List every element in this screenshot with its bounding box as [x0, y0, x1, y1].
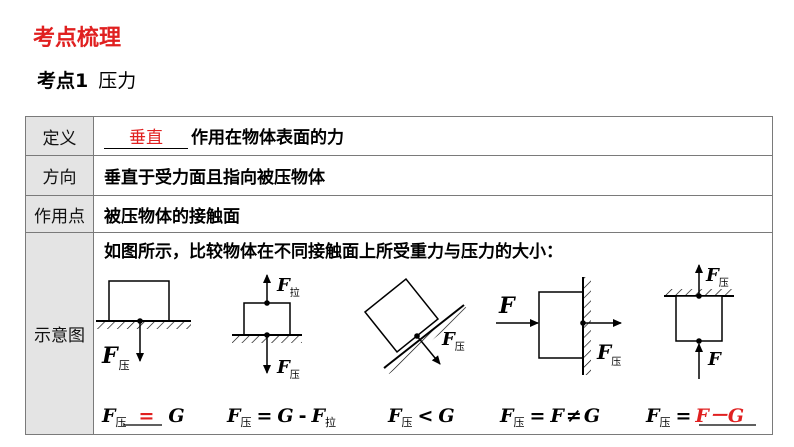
- content-definition: 垂直作用在物体表面的力: [93, 116, 773, 156]
- block-1: [108, 280, 170, 322]
- table-row-definition: 定义 垂直作用在物体表面的力: [25, 116, 773, 156]
- force-diagrams: F压 F拉 F压: [96, 264, 756, 429]
- section-title: 考点梳理: [33, 26, 122, 51]
- content-application-point: 被压物体的接触面: [93, 195, 773, 233]
- hatch-1: [96, 322, 191, 329]
- label-diagram: 示意图: [25, 232, 94, 435]
- label-f-pull: F拉: [276, 275, 300, 299]
- block-5: [675, 295, 723, 342]
- figure-wall: F F压: [496, 277, 622, 375]
- label-f-press-3: F压: [441, 329, 465, 353]
- point-label: 考点1: [37, 70, 89, 92]
- content-diagram: 如图所示，比较物体在不同接触面上所受重力与压力的大小：: [93, 232, 773, 435]
- point-5b: [696, 338, 702, 344]
- table-row-direction: 方向 垂直于受力面且指向被压物体: [25, 155, 773, 196]
- figure-horizontal-surface: F压: [96, 280, 191, 372]
- label-direction: 方向: [25, 155, 94, 196]
- formula-5: F压=F－G: [645, 405, 744, 429]
- figure-incline: F压: [363, 277, 469, 374]
- arrow-f-press-3: [416, 335, 441, 365]
- diagram-area: 如图所示，比较物体在不同接触面上所受重力与压力的大小：: [96, 233, 772, 434]
- hatch-3: [384, 305, 469, 374]
- content-direction: 垂直于受力面且指向被压物体: [93, 155, 773, 196]
- definition-text: 作用在物体表面的力: [191, 128, 344, 148]
- block-2: [243, 302, 291, 336]
- label-f-press-5: F压: [705, 265, 729, 289]
- block-4: [538, 291, 584, 359]
- figure-ceiling: F压 F: [664, 264, 734, 379]
- formula-1: F压=G: [101, 405, 185, 429]
- table-row-diagram: 示意图 如图所示，比较物体在不同接触面上所受重力与压力的大小：: [25, 232, 773, 435]
- pressure-info-table: 定义 垂直作用在物体表面的力 方向 垂直于受力面且指向被压物体 作用点 被压物体…: [25, 116, 773, 435]
- hatch-4: [584, 277, 591, 375]
- formula-4: F压=F≠G: [499, 405, 600, 429]
- point-topic: 压力: [98, 70, 137, 92]
- label-definition: 定义: [25, 116, 94, 156]
- figure-pulled-up: F拉 F压: [232, 274, 302, 381]
- table-row-application-point: 作用点 被压物体的接触面: [25, 195, 773, 233]
- formula-2: F压=G-F拉: [226, 405, 336, 429]
- blank-answer-perpendicular: 垂直: [104, 128, 188, 149]
- point-title: 考点1 压力: [37, 66, 136, 93]
- label-f-press-2: F压: [276, 357, 300, 381]
- diagram-intro: 如图所示，比较物体在不同接触面上所受重力与压力的大小：: [104, 242, 563, 262]
- label-f-press-1: F压: [101, 343, 130, 372]
- formula-row: F压=G F压=G-F拉 F压<G F压=F≠G F压=F－G: [101, 405, 756, 429]
- label-f-push: F: [498, 293, 516, 319]
- label-f-press-4: F压: [596, 340, 621, 368]
- formula-3: F压<G: [387, 405, 455, 429]
- label-application-point: 作用点: [25, 195, 94, 233]
- label-f-push-up: F: [707, 349, 722, 370]
- block-3: [363, 277, 440, 354]
